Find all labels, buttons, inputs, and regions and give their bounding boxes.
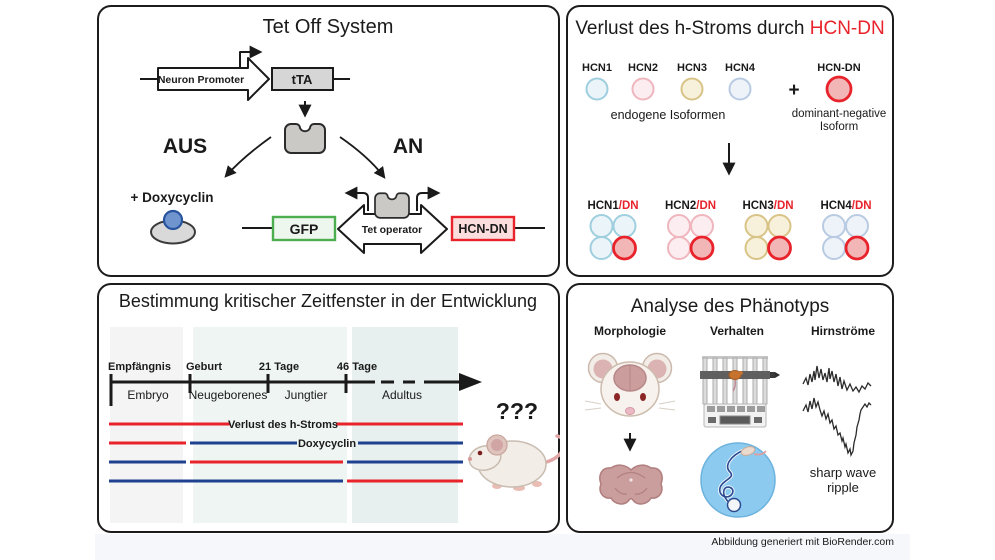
off-state-label: AUS bbox=[163, 135, 207, 158]
mouse-illustration bbox=[468, 434, 560, 491]
mouse-head-illustration bbox=[584, 352, 676, 417]
dn-caption-line1: dominant-negative bbox=[792, 108, 887, 120]
panel-tet-off-system: Tet Off System Neuron Promoter tTA AUS A… bbox=[97, 5, 560, 277]
tta-protein-icon bbox=[284, 123, 326, 154]
sharp-wave-label-line1: sharp wave bbox=[810, 465, 876, 480]
hcn4-subunit bbox=[845, 214, 869, 238]
combo-label: HCN1/DN bbox=[587, 200, 638, 212]
plus-sign: + bbox=[788, 80, 799, 101]
hcn3-subunit bbox=[744, 214, 769, 238]
dn-isoform-label: HCN-DN bbox=[817, 62, 860, 74]
eeg-trace-top bbox=[802, 365, 872, 394]
eeg-trace-sharp-wave bbox=[802, 397, 872, 458]
dn-subunit bbox=[612, 235, 637, 261]
stage-label: Adultus bbox=[382, 388, 422, 402]
hcn1-subunit bbox=[589, 214, 614, 238]
background-strip bbox=[95, 534, 910, 560]
hcn2-circle bbox=[631, 77, 655, 101]
promoter-label: Neuron Promoter bbox=[158, 74, 244, 86]
water-maze-illustration bbox=[700, 442, 776, 518]
tet-operator-arrow bbox=[337, 204, 448, 254]
panel-title: Analyse des Phänotyps bbox=[631, 296, 830, 317]
gait-apparatus-illustration bbox=[700, 356, 780, 428]
hcn2-subunit bbox=[690, 214, 714, 238]
panel-title: Bestimmung kritischer Zeitfenster in der… bbox=[119, 291, 537, 311]
dn-subunit bbox=[844, 235, 870, 261]
hcn-dn-circle bbox=[825, 75, 853, 103]
tet-operator-label: Tet operator bbox=[362, 224, 422, 236]
milestone-label: 21 Tage bbox=[259, 361, 299, 373]
column-brainwaves: Hirnströme bbox=[811, 324, 875, 338]
endogenous-caption: endogene Isoformen bbox=[611, 108, 726, 122]
stage-label: Neugeborenes bbox=[189, 388, 268, 402]
hcn2-subunit bbox=[667, 236, 691, 260]
hcn4-subunit bbox=[822, 214, 846, 238]
panel-timeline: Bestimmung kritischer Zeitfenster in der… bbox=[97, 283, 560, 533]
timeline-arrowhead bbox=[459, 373, 482, 391]
isoform-label: HCN2 bbox=[628, 62, 658, 74]
biorender-credit: Abbildung generiert mit BioRender.com bbox=[711, 536, 894, 548]
stage-label: Embryo bbox=[127, 388, 169, 402]
doxycyclin-label: + Doxycyclin bbox=[131, 190, 214, 205]
panel-hcn-isoforms: Verlust des h-Stroms durch HCN-DN HCN1 H… bbox=[566, 5, 894, 277]
dn-subunit bbox=[689, 235, 715, 261]
bar2-label: Doxycyclin bbox=[298, 438, 356, 450]
panel-title: Tet Off System bbox=[263, 16, 394, 38]
milestone-label: Empfängnis bbox=[108, 361, 171, 373]
transcription-left-icon bbox=[344, 186, 369, 211]
hcn-dn-label: HCN-DN bbox=[458, 222, 507, 236]
on-state-label: AN bbox=[393, 135, 423, 158]
doxycyclin-molecule-icon bbox=[162, 209, 184, 231]
dn-subunit bbox=[767, 235, 792, 261]
panel-phenotype: Analyse des Phänotyps Morphologie Verhal… bbox=[566, 283, 894, 533]
tta-label: tTA bbox=[292, 72, 313, 87]
brain-section-illustration bbox=[599, 464, 663, 505]
combo-label: HCN4/DN bbox=[820, 200, 871, 212]
panel-title: Verlust des h-Stroms durch HCN-DN bbox=[575, 18, 884, 39]
combo-label: HCN3/DN bbox=[742, 200, 793, 212]
timeline-diagram: Bestimmung kritischer Zeitfenster in der… bbox=[108, 291, 560, 523]
milestone-label: 46 Tage bbox=[337, 361, 377, 373]
hcn1-subunit bbox=[612, 214, 637, 238]
transcription-right-icon bbox=[416, 186, 441, 211]
hcn4-subunit bbox=[822, 236, 846, 260]
tta-gene-box bbox=[271, 67, 334, 91]
gfp-gene-box bbox=[271, 215, 337, 242]
isoform-label: HCN3 bbox=[677, 62, 707, 74]
gfp-label: GFP bbox=[290, 221, 319, 237]
milestone-label: Geburt bbox=[186, 361, 222, 373]
bar1-label: Verlust des h-Stroms bbox=[228, 419, 338, 431]
column-behavior: Verhalten bbox=[710, 324, 764, 338]
arc-arrow-right bbox=[339, 136, 386, 179]
question-marks: ??? bbox=[496, 398, 538, 424]
sharp-wave-label-line2: ripple bbox=[827, 480, 859, 495]
hcn-isoform-diagram: Verlust des h-Stroms durch HCN-DN HCN1 H… bbox=[575, 18, 887, 261]
hcn1-circle bbox=[585, 77, 609, 101]
column-morphology: Morphologie bbox=[594, 324, 666, 338]
transcription-start-icon bbox=[239, 45, 263, 67]
tet-off-diagram: Tet Off System Neuron Promoter tTA AUS A… bbox=[131, 16, 545, 254]
bound-tta-protein-icon bbox=[374, 192, 410, 219]
promoter-arrow bbox=[157, 57, 270, 101]
hcn-dn-gene-box bbox=[450, 215, 516, 242]
hcn1-subunit bbox=[589, 236, 614, 260]
hcn4-circle bbox=[728, 77, 752, 101]
hcn3-subunit bbox=[767, 214, 792, 238]
stage-label: Jungtier bbox=[285, 388, 328, 402]
isoform-label: HCN4 bbox=[725, 62, 756, 74]
phenotype-diagram: Analyse des Phänotyps Morphologie Verhal… bbox=[584, 296, 876, 518]
combo-label: HCN2/DN bbox=[665, 200, 716, 212]
arc-arrow-left bbox=[224, 136, 272, 178]
isoform-label: HCN1 bbox=[582, 62, 612, 74]
hcn2-subunit bbox=[667, 214, 691, 238]
dn-caption-line2: Isoform bbox=[820, 121, 858, 133]
hcn3-subunit bbox=[744, 236, 769, 260]
hcn3-circle bbox=[680, 77, 704, 101]
